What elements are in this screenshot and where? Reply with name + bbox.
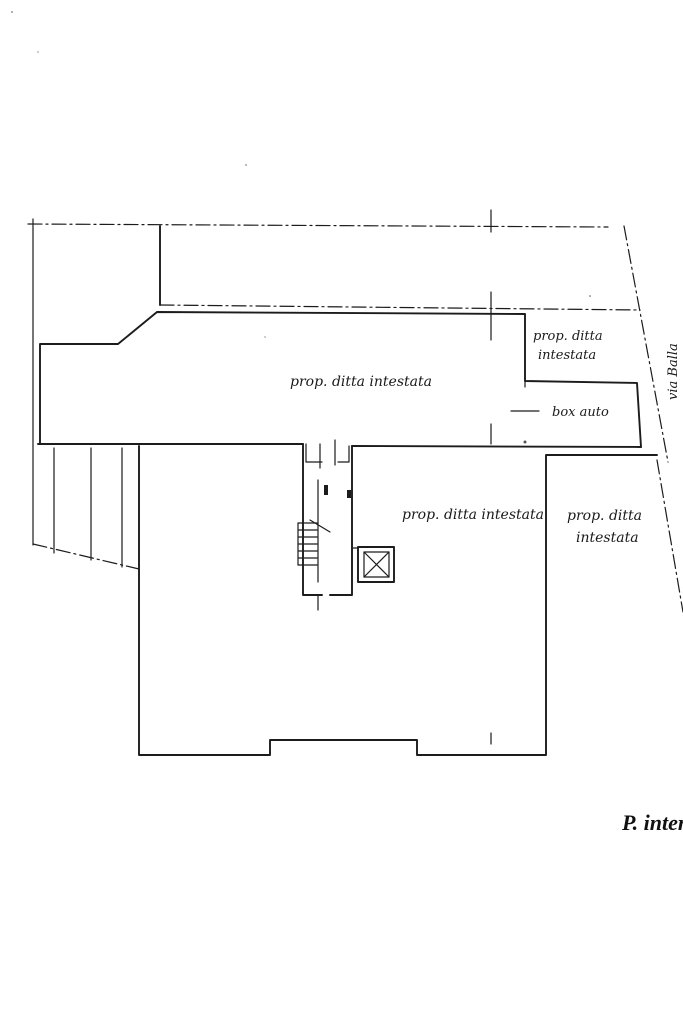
- main-hall-outline: [37, 311, 642, 448]
- label-upper-right-line1: prop. ditta: [533, 329, 603, 344]
- label-upper-right: prop. ditta intestata: [533, 329, 607, 363]
- label-far-right-line2: intestata: [576, 530, 639, 546]
- label-upper-right-line2: intestata: [538, 348, 596, 363]
- parking-stalls: [32, 447, 140, 570]
- label-center-right: prop. ditta intestata: [402, 507, 544, 523]
- box-auto-marker: [510, 410, 540, 444]
- label-street: via Balla: [666, 343, 681, 400]
- label-main-hall: prop. ditta intestata: [290, 374, 432, 390]
- floor-level-label: P. inter: [621, 810, 683, 835]
- stair-core: [297, 439, 359, 611]
- label-far-right-line1: prop. ditta: [567, 508, 642, 524]
- lower-block-outline: [138, 443, 658, 756]
- elevator-shaft: [357, 546, 395, 583]
- scan-specks: [11, 11, 591, 338]
- label-box-auto: box auto: [552, 405, 609, 420]
- property-boundary: [27, 209, 683, 745]
- label-far-right: prop. ditta intestata: [567, 508, 646, 546]
- stair-steps: [297, 522, 318, 566]
